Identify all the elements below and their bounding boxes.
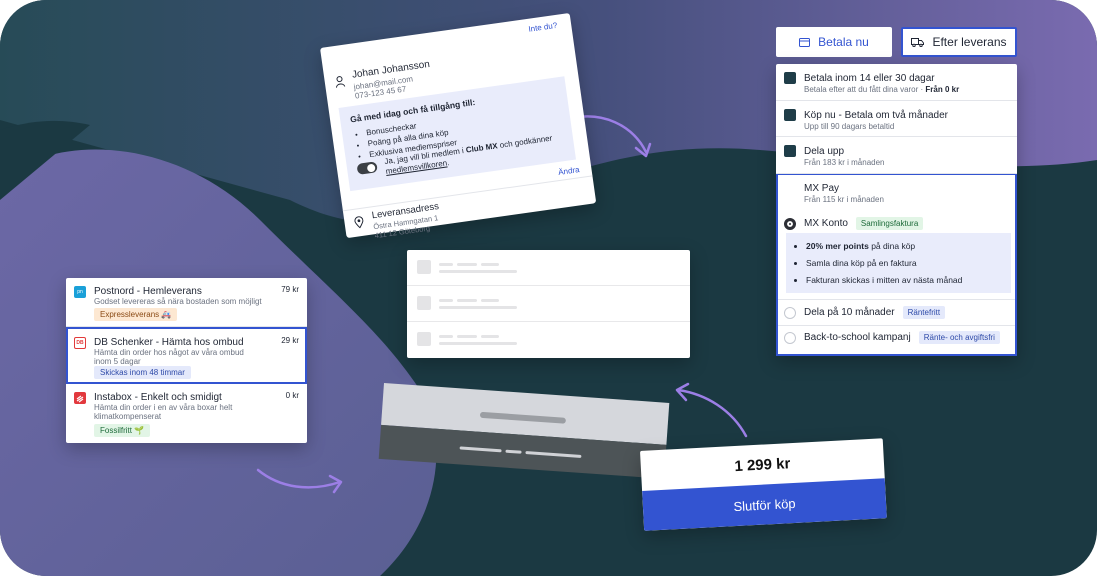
customer-profile-card: Inte du? Johan Johansson johan@mail.com … [320,12,597,240]
delivery-price: 0 kr [285,391,299,400]
delivery-badge: Skickas inom 48 timmar [94,366,191,379]
skeleton-row [407,250,690,286]
option-badge: Ränte- och avgiftsfri [918,331,1000,344]
delivery-option-postnord[interactable]: pn Postnord - Hemleverans Godset leverer… [66,278,307,327]
skeleton-row [407,322,690,358]
user-icon [335,76,346,88]
delivery-option-db-schenker[interactable]: DB DB Schenker - Hämta hos ombud Hämta d… [66,327,307,384]
delivery-title: Instabox - Enkelt och smidigt [94,392,222,403]
option-label: Dela på 10 månader [804,307,895,318]
tab-after-delivery[interactable]: Efter leverans [901,27,1017,57]
loading-list-placeholder [407,250,690,358]
delivery-option-list: pn Postnord - Hemleverans Godset leverer… [66,278,307,443]
payment-title: MX Pay [804,183,840,194]
payment-subtitle: Upp till 90 dagars betaltid [804,122,895,131]
left-dark [0,120,90,200]
radio-unselected[interactable] [784,306,796,319]
arrow-bottom-right [676,388,748,438]
skeleton-row [407,286,690,322]
mx-option-konto[interactable]: MX Konto Samlingsfaktura [784,217,924,230]
payment-option-buy-now[interactable]: Köp nu - Betala om två månader Upp till … [776,101,1017,137]
db-schenker-logo-icon: DB [74,337,86,349]
delivery-option-instabox[interactable]: Instabox - Enkelt och smidigt Hämta din … [66,384,307,443]
payment-title: Betala inom 14 eller 30 dagar [804,73,935,84]
change-link[interactable]: Ändra [557,165,581,178]
tab-label: Betala nu [818,35,869,49]
radio-unselected[interactable] [784,331,796,344]
payment-title: Dela upp [804,146,845,157]
delivery-title: DB Schenker - Hämta hos ombud [94,337,244,348]
payment-subtitle: Från 183 kr i månaden [804,158,885,167]
delivery-subtitle: Hämta din order i en av våra boxar helt … [94,403,233,421]
delivery-subtitle: Hämta din order hos något av våra ombud … [94,348,244,366]
payment-subtitle: Betala efter att du fått dina varor · Fr… [804,85,960,94]
option-badge: Samlingsfaktura [855,217,924,230]
mx-option-back-to-school[interactable]: Back-to-school kampanj Ränte- och avgift… [784,331,1000,344]
delivery-price: 29 kr [281,336,299,345]
mx-benefits-box: 20% mer points på dina köp Samla dina kö… [786,233,1011,293]
wallet-icon [799,38,811,47]
loading-card [378,383,670,479]
invoice-icon [784,145,796,157]
instabox-logo-icon [74,392,86,404]
not-you-link[interactable]: Inte du? [527,20,558,34]
payment-option-split[interactable]: Dela upp Från 183 kr i månaden [776,137,1017,174]
arrow-bottom-left [256,468,342,489]
payment-option-mx-pay[interactable]: MX MX Pay Från 115 kr i månaden MX Konto… [776,174,1017,356]
tab-pay-now[interactable]: Betala nu [776,27,892,57]
truck-icon [911,38,925,47]
delivery-subtitle: Godset levereras så nära bostaden som mö… [94,297,262,306]
postnord-logo-icon: pn [74,286,86,298]
mx-logo-icon: MX [892,175,901,181]
payment-subtitle: Från 115 kr i månaden [804,195,884,204]
payment-title: Köp nu - Betala om två månader [804,110,948,121]
option-label: Back-to-school kampanj [804,332,911,343]
option-badge: Räntefritt [902,306,946,319]
radio-selected[interactable] [784,217,796,230]
delivery-title: Postnord - Hemleverans [94,286,202,297]
benefit-item: 20% mer points på dina köp [806,241,1001,251]
delivery-price: 79 kr [281,285,299,294]
benefit-item: Samla dina köp på en faktura [806,258,1001,268]
location-pin-icon [354,216,364,229]
invoice-icon [784,109,796,121]
delivery-badge: Expressleverans 🚑 [94,308,178,321]
tab-label: Efter leverans [932,35,1007,49]
club-membership-toggle[interactable] [356,161,378,175]
benefit-item: Fakturan skickas i mitten av nästa månad [806,275,1001,285]
delivery-badge: Fossilfritt 🌱 [94,424,151,437]
payment-method-list: Betala inom 14 eller 30 dagar Betala eft… [776,64,1017,356]
option-label: MX Konto [804,218,848,229]
checkout-summary-card: 1 299 kr Slutför köp [640,438,887,531]
mx-option-ten-months[interactable]: Dela på 10 månader Räntefritt [784,306,946,319]
payment-option-invoice[interactable]: Betala inom 14 eller 30 dagar Betala eft… [776,64,1017,101]
invoice-icon [784,72,796,84]
